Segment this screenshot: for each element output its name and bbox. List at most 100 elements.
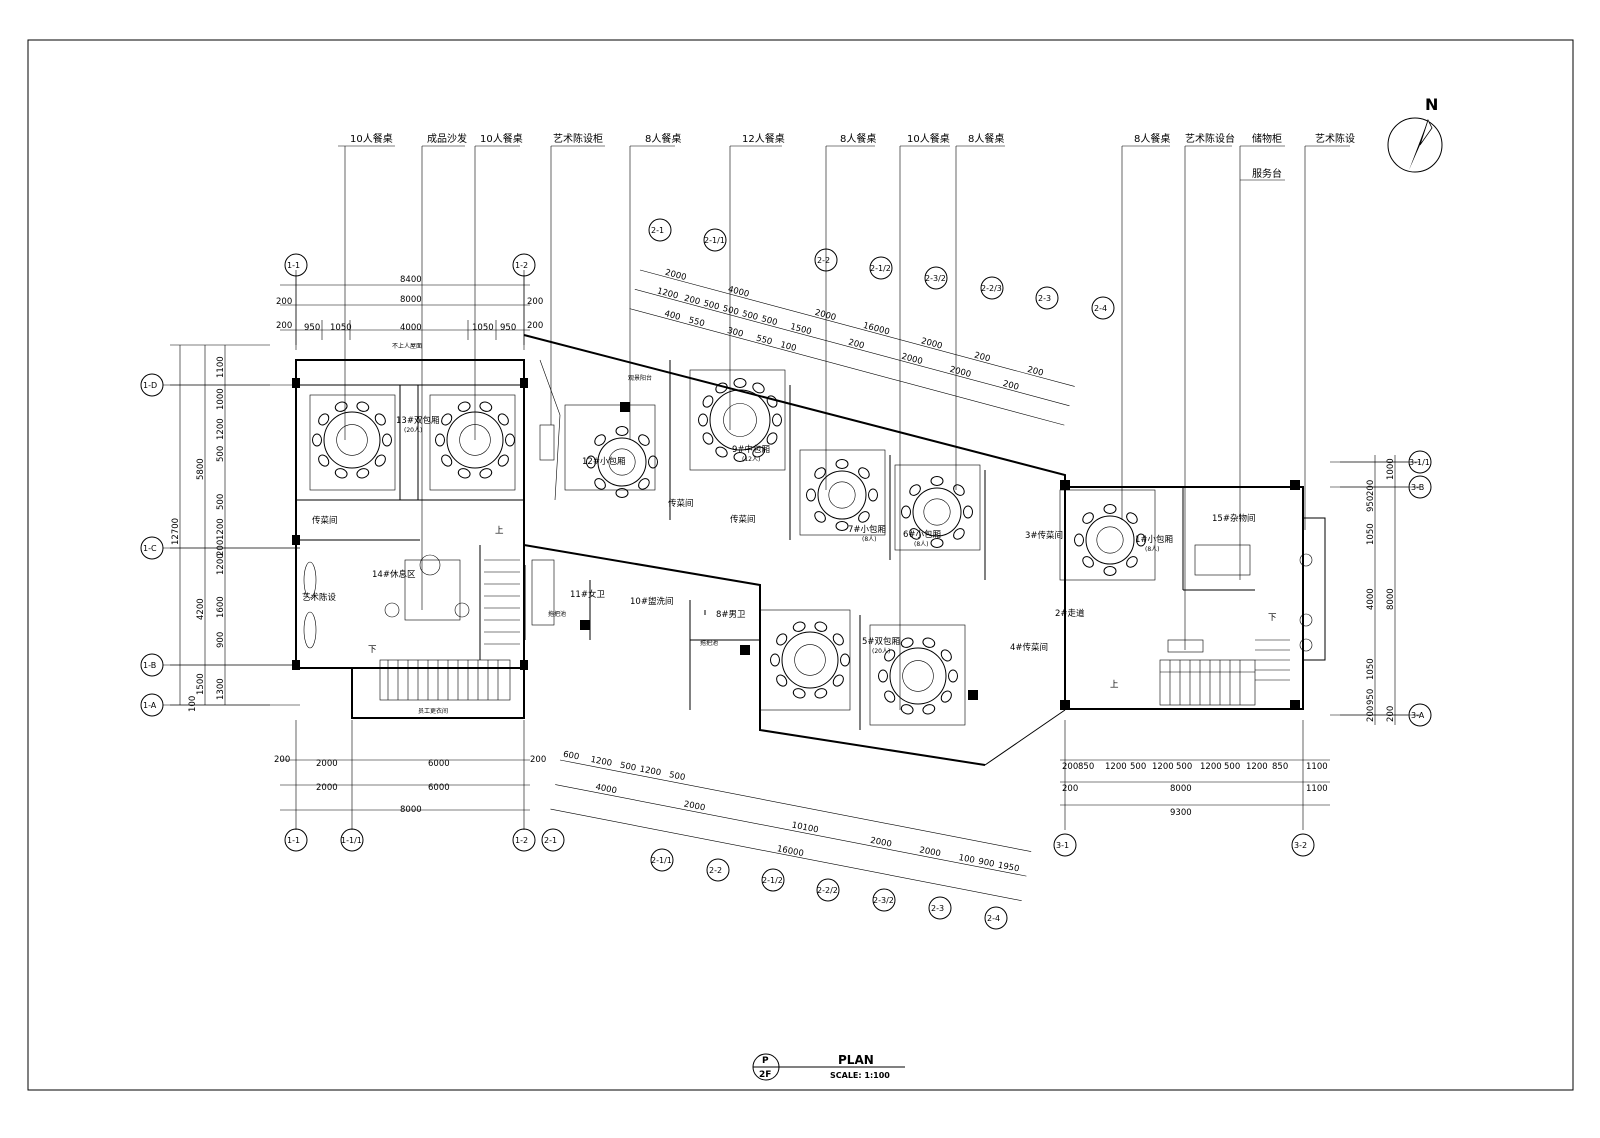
dim-label: 200 [276,321,292,331]
dim-label: 1200 [216,553,226,575]
room-label: 不上人屋面 [392,342,422,350]
chair-icon [930,476,944,486]
chair-icon [457,468,471,479]
axis-label: 2-1 [544,836,557,845]
dim-label: 1100 [1306,784,1328,794]
dimensions-bottom-right: 200 850 1200 500 1200 500 1200 500 1200 … [1060,720,1330,830]
chair-icon [900,637,914,648]
plan-title: PLAN [838,1053,874,1067]
chair-icon [1082,512,1094,524]
dim-label: 4000 [400,323,422,333]
axis-label: 3-A [1411,711,1425,720]
chair-icon [1126,512,1138,524]
callout-label: 成品沙发 [427,132,467,145]
dim-label: 1200 [216,518,226,540]
dim-label: 1200 [1200,762,1222,772]
dim-label: 6000 [428,783,450,793]
round-table-icon [770,621,850,699]
chair-icon [479,468,493,479]
room-label: 传菜间 [730,514,756,525]
axis-label: 3-B [1411,483,1424,492]
dim-label: 550 [687,315,705,329]
north-label: N [1425,95,1438,114]
chair-icon [374,454,386,467]
dim-label: 500 [668,770,686,783]
dim-label: 500 [721,304,739,318]
stair-label: 下 [1268,613,1277,623]
axis-label: 1-D [143,381,157,390]
axis-label: 2-2 [709,866,722,875]
dim-label: 2000 [918,845,941,859]
callout-label: 10人餐桌 [480,132,523,145]
plan-scale: SCALE: 1:100 [830,1071,890,1080]
chair-icon [909,528,921,540]
dim-label: 2000 [664,268,687,283]
axis-label: 2-3/2 [873,896,894,905]
dim-label: 500 [1224,762,1240,772]
round-table-icon [312,401,392,479]
chair-icon [615,426,629,436]
dim-label: 1100 [216,356,226,378]
chair-icon [334,401,348,412]
dim-label: 1000 [216,388,226,410]
grid-axes: 1-D 1-C 1-B 1-A 1-1 1-2 2-1 2-1/1 2-2 2-… [140,218,1432,930]
chair-icon [715,382,728,394]
dim-label: 600 [562,750,580,763]
dimensions-left: 12700 5800 4200 1500 100 1100 1000 1200 … [170,344,300,712]
dim-label: 1300 [216,678,226,700]
dim-label: 500 [1130,762,1146,772]
dim-label: 2000 [814,308,837,323]
chair-icon [840,653,850,667]
chair-icon [638,478,650,490]
dim-label: 200 [530,755,546,765]
axis-label: 1-C [143,544,157,553]
callout-label: 8人餐桌 [645,132,681,145]
chair-icon [638,434,650,446]
dim-label: 9300 [1170,808,1192,818]
chair-icon [702,395,714,408]
dim-label: 8000 [1170,784,1192,794]
room-label: 12#小包厢 [582,456,626,467]
chair-icon [698,413,708,427]
dim-label: 6000 [428,759,450,769]
callout-label: 10人餐桌 [907,132,950,145]
dim-label: 200 [1366,706,1376,722]
chair-icon [940,690,952,703]
dim-label: 2000 [683,800,706,814]
chair-icon [776,633,788,646]
axis-label: 1-1/1 [341,836,362,845]
dim-label: 500 [216,494,226,510]
chair-icon [953,484,965,496]
chair-icon [752,382,765,394]
dim-label: 200 [1026,365,1044,379]
chair-icon [615,488,629,498]
chair-icon [806,488,816,502]
callout-label: 8人餐桌 [1134,132,1170,145]
room-label: 拖把池 [548,610,566,618]
round-table-icon [1074,504,1146,576]
room-label: (8人) [1145,546,1160,553]
dim-label: 1050 [330,323,352,333]
chair-icon [312,433,322,447]
chair-icon [835,459,849,469]
chair-icon [832,674,844,687]
axis-label: 2-4 [1094,304,1107,313]
chair-icon [733,452,747,462]
room-label: 传菜间 [668,498,694,509]
room-label: (8人) [914,541,929,548]
chair-icon [930,538,944,548]
chair-icon [441,454,453,467]
dim-label: 550 [755,334,773,348]
dimensions-top-left: 8400 200 8000 200 200 950 1050 4000 1050… [276,270,543,350]
chair-icon [766,432,778,445]
dim-label: 200 [1366,480,1376,496]
dim-label: 200 [1062,784,1078,794]
chair-icon [505,433,515,447]
floor-label: 2F [759,1070,771,1080]
room-label: (8人) [862,536,877,543]
chair-icon [814,511,826,523]
chair-icon [953,528,965,540]
axis-label: 2-3 [931,904,944,913]
dim-label: 4000 [1366,588,1376,610]
chair-icon [1103,504,1117,514]
